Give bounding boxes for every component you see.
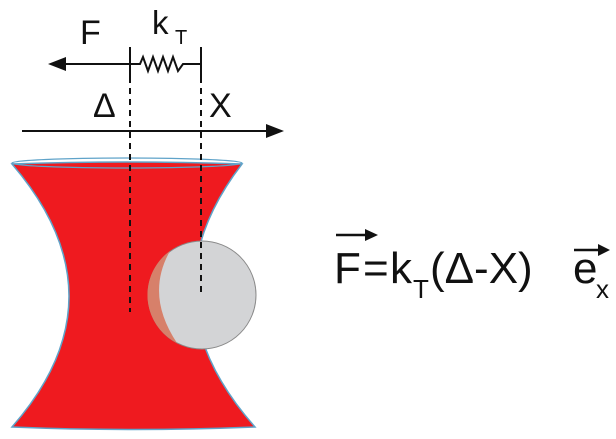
equation-equals: = [363, 244, 389, 293]
left-arrow-icon [48, 57, 66, 71]
equation-unit-e: e [573, 244, 597, 293]
force-label: F [80, 14, 101, 52]
stiffness-subscript: T [175, 27, 187, 49]
position-axis [22, 124, 284, 138]
equation-k: k [390, 244, 413, 293]
force-equation: F = k T (Δ-X) e x [334, 229, 610, 304]
stiffness-label: k [152, 4, 169, 41]
equation-unit-subscript: x [596, 274, 609, 304]
force-arrow [48, 57, 130, 71]
equation-force: F [334, 244, 361, 293]
equation-k-subscript: T [413, 274, 429, 304]
vector-arrow-icon [336, 229, 378, 241]
delta-label: Δ [93, 87, 116, 125]
equation-paren-expr: (Δ-X) [430, 244, 533, 293]
position-label: X [209, 87, 232, 125]
right-arrow-icon [266, 124, 284, 138]
spring-icon [130, 47, 201, 80]
